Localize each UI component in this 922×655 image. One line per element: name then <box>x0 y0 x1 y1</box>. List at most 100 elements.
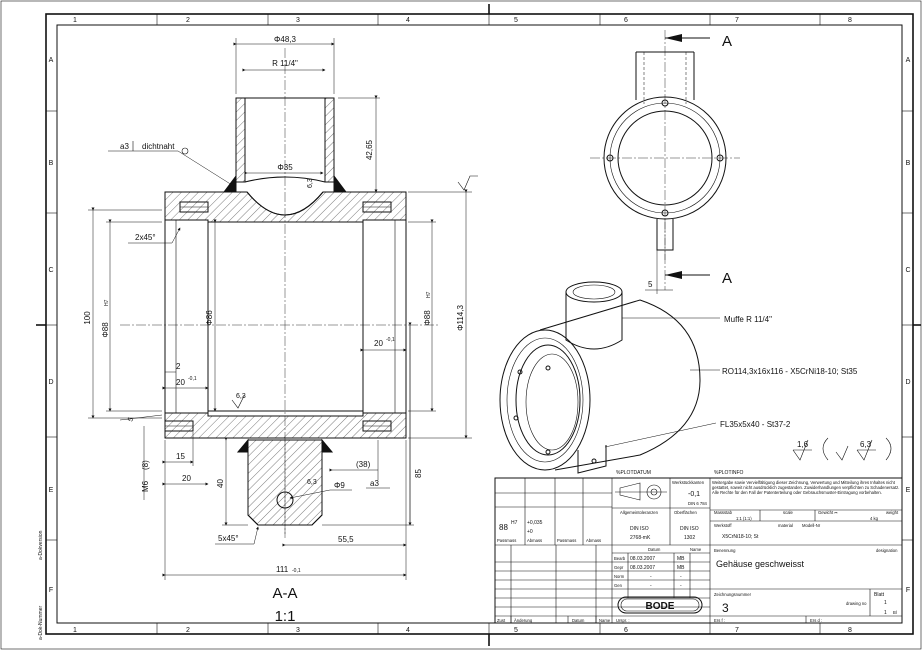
dim-20-right: 20 <box>374 339 383 348</box>
projection-symbol-icon <box>615 482 667 501</box>
sheet-label: Blatt <box>874 592 885 598</box>
dim-100: 100 <box>83 311 92 325</box>
scale-value: 1:1 (1:1) <box>736 516 752 521</box>
drawing-number: 3 <box>722 601 729 615</box>
edges-label: Werkstückkanten <box>672 480 705 485</box>
fit-class: H7 <box>511 520 518 526</box>
drawing-number-label-en: drawing no <box>846 601 867 606</box>
approved-label: Gen <box>614 583 623 588</box>
section-scale: 1:1 <box>275 608 296 625</box>
passmass-2: Passmass <box>557 538 576 543</box>
dim-dia86: Φ86 <box>205 310 214 326</box>
edges-norm: DIN 6 784 <box>688 501 708 506</box>
col-label-top: 3 <box>296 17 300 24</box>
dim-socket-height: 42,65 <box>365 139 374 160</box>
tol-20-right: -0,1 <box>386 337 395 343</box>
norm-label: Norm <box>614 574 625 579</box>
dim-111: 111 <box>276 565 289 574</box>
grid-labels: 1 2 3 4 5 6 7 8 1 2 3 4 5 6 7 8 A B C D … <box>48 17 910 634</box>
company-name: BODE <box>646 601 675 612</box>
row-label-right: A <box>906 57 911 64</box>
designation-label-en: designation <box>876 548 898 553</box>
weight-value: 4 kg <box>870 516 879 521</box>
col-label-top: 1 <box>73 17 77 24</box>
surface-class: 1302 <box>684 535 695 541</box>
label-muffe: Muffe R 11/4" <box>724 315 772 324</box>
replacement-for-label: Ers f : <box>714 618 725 623</box>
material-value: X5CrNi18-10; St <box>722 534 759 540</box>
row-label-left: D <box>48 379 53 386</box>
general-tolerances-label: Allgemeintoleranzen <box>620 510 659 515</box>
section-arrow-label-bottom: A <box>722 270 732 287</box>
dim-85: 85 <box>414 469 423 478</box>
dim-5: 5 <box>127 417 135 423</box>
title-block: %PLOTDATUM %PLOTINFO Werkstückkanten -0,… <box>494 470 903 624</box>
fit-h7-right: H7 <box>426 291 432 298</box>
legal-notice: Weitergabe sowie Vervielfältigung dieser… <box>712 480 899 495</box>
row-label-right: E <box>906 487 911 494</box>
plot-info: %PLOTINFO <box>714 470 744 476</box>
material-label: Werkstoff <box>714 523 732 528</box>
weight-label-en: weight <box>886 510 899 515</box>
section-arrow-label-top: A <box>722 33 732 50</box>
designation-label: Benennung <box>714 548 736 553</box>
dim-40: 40 <box>216 479 225 488</box>
col-label-top: 7 <box>735 17 739 24</box>
model-number-label: Modell-Nr <box>802 523 821 528</box>
part-name: Gehäuse geschweisst <box>716 559 805 569</box>
isometric-view: Muffe R 11/4" RO114,3x16x116 - X5CrNi18-… <box>499 281 858 474</box>
norm-date: - <box>650 574 652 580</box>
dim-dia88-left: Φ88 <box>101 322 110 338</box>
sheets-value: 1 <box>884 610 887 616</box>
col-label-top: 6 <box>624 17 628 24</box>
dim-20-lug: 20 <box>182 474 191 483</box>
dim-chamfer-lug: 5x45° <box>218 534 239 543</box>
drawn-label: Bearb <box>614 556 626 561</box>
col-label-bottom: 4 <box>406 627 410 634</box>
dim-55-5: 55,5 <box>338 535 354 544</box>
row-label-left: A <box>49 57 54 64</box>
dim-dia114: Φ114,3 <box>456 305 465 331</box>
row-label-right: F <box>906 587 910 594</box>
revision-name-label: Name <box>599 618 611 623</box>
scale-label-en: scale <box>783 510 793 515</box>
abmass-1: Abmass <box>527 538 542 543</box>
row-label-left: C <box>48 267 53 274</box>
side-view: A A 5 <box>590 30 740 294</box>
surface-norm: DIN ISO <box>680 526 699 532</box>
dim-20-left: 20 <box>176 378 185 387</box>
row-label-right: D <box>905 379 910 386</box>
doc-version-label: a-Dokversion <box>38 530 44 560</box>
revision-change-label: Änderung <box>514 618 533 623</box>
fit-lower: +0 <box>527 529 533 535</box>
company-logo: BODE <box>617 596 703 614</box>
drawn-date: 08.03.2007 <box>630 556 655 562</box>
col-label-bottom: 1 <box>73 627 77 634</box>
sheets-label: Bl <box>893 610 897 615</box>
col-label-bottom: 5 <box>514 627 518 634</box>
col-label-bottom: 3 <box>296 627 300 634</box>
weld-callout-a3-lower: a3 <box>370 479 379 488</box>
row-label-left: F <box>49 587 53 594</box>
section-view-aa: Φ48,3 R 11/4" 42,65 a3 dichtnaht Φ35 6,3… <box>83 35 478 625</box>
col-label-bottom: 6 <box>624 627 628 634</box>
row-label-right: B <box>906 160 911 167</box>
dim-bore: Φ35 <box>277 163 293 172</box>
fit-nominal: 88 <box>499 523 508 532</box>
dim-2: 2 <box>176 362 181 371</box>
row-label-left: E <box>49 487 54 494</box>
plot-date: %PLOTDATUM <box>616 470 651 476</box>
sheet-value: 1 <box>884 600 887 606</box>
revision-date-label: Datum <box>572 618 585 623</box>
material-label-en: material <box>778 523 793 528</box>
drawn-name: MB <box>677 556 685 562</box>
roughness-1-6: 1,6 <box>797 440 809 449</box>
thread-length: (8) <box>141 460 150 470</box>
checked-label: Gepr <box>614 565 624 570</box>
scale-label: Massstab <box>714 510 733 515</box>
dim-15: 15 <box>176 452 185 461</box>
col-label-top: 5 <box>514 17 518 24</box>
general-surface-symbols: 1,6 6,3 <box>792 437 892 461</box>
